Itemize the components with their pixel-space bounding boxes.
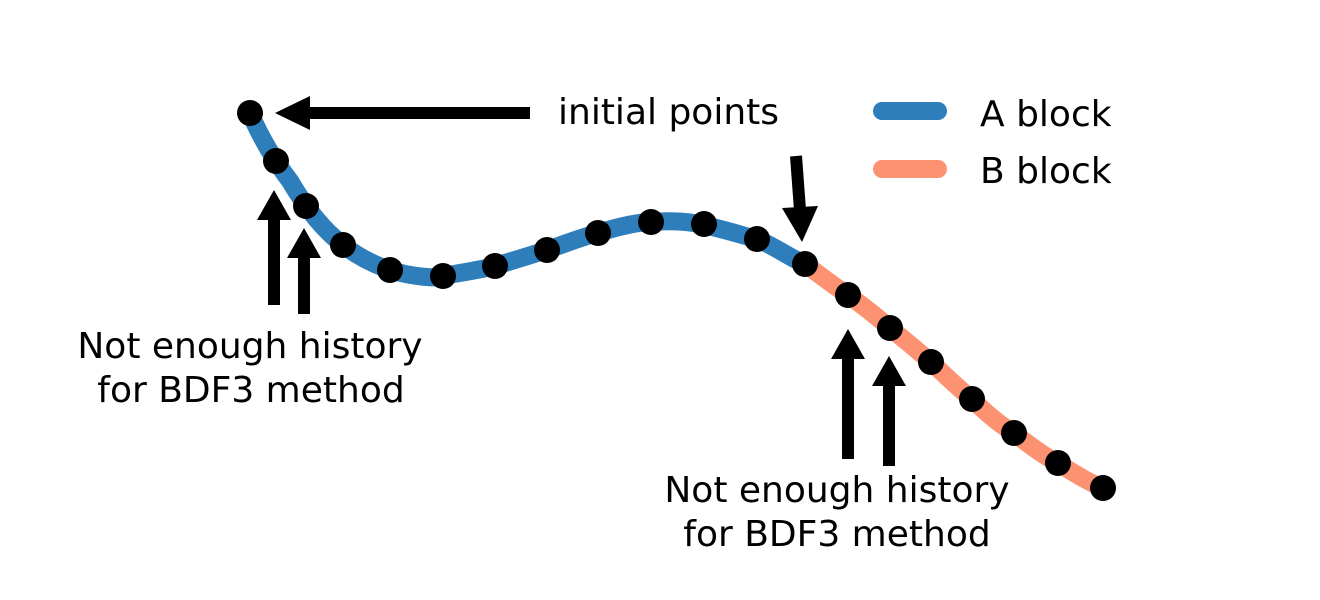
left-history-arrow-2 — [287, 228, 321, 314]
right-history-note-line1: Not enough history — [664, 470, 1009, 511]
data-point — [744, 226, 770, 252]
data-point — [377, 257, 403, 283]
data-point — [877, 315, 903, 341]
annotation-arrows — [257, 96, 906, 466]
legend-label-a-block: A block — [980, 94, 1112, 135]
left-history-note-line1: Not enough history — [77, 326, 422, 367]
data-point — [918, 349, 944, 375]
legend: A block B block — [873, 94, 1112, 192]
data-point — [835, 282, 861, 308]
data-point — [534, 237, 560, 263]
data-point — [959, 386, 985, 412]
data-point — [638, 209, 664, 235]
data-point — [792, 251, 818, 277]
right-history-arrow-1 — [831, 329, 865, 459]
legend-item-b-block: B block — [873, 151, 1112, 192]
data-point — [430, 263, 456, 289]
data-point — [263, 148, 289, 174]
b-block-start-arrow — [782, 155, 818, 242]
data-point — [1001, 420, 1027, 446]
data-point — [585, 220, 611, 246]
left-history-arrow-1 — [257, 190, 291, 305]
data-point — [691, 211, 717, 237]
legend-label-b-block: B block — [980, 151, 1112, 192]
left-history-note-line2: for BDF3 method — [97, 370, 404, 411]
initial-points-label: initial points — [558, 92, 779, 133]
data-points — [237, 100, 1116, 501]
right-history-note-line2: for BDF3 method — [683, 514, 990, 555]
legend-item-a-block: A block — [873, 94, 1112, 135]
data-point — [293, 193, 319, 219]
data-point — [1090, 475, 1116, 501]
right-history-arrow-2 — [872, 356, 906, 466]
data-point — [237, 100, 263, 126]
data-point — [1045, 450, 1071, 476]
initial-points-arrow — [275, 96, 530, 130]
data-point — [482, 253, 508, 279]
data-point — [330, 232, 356, 258]
